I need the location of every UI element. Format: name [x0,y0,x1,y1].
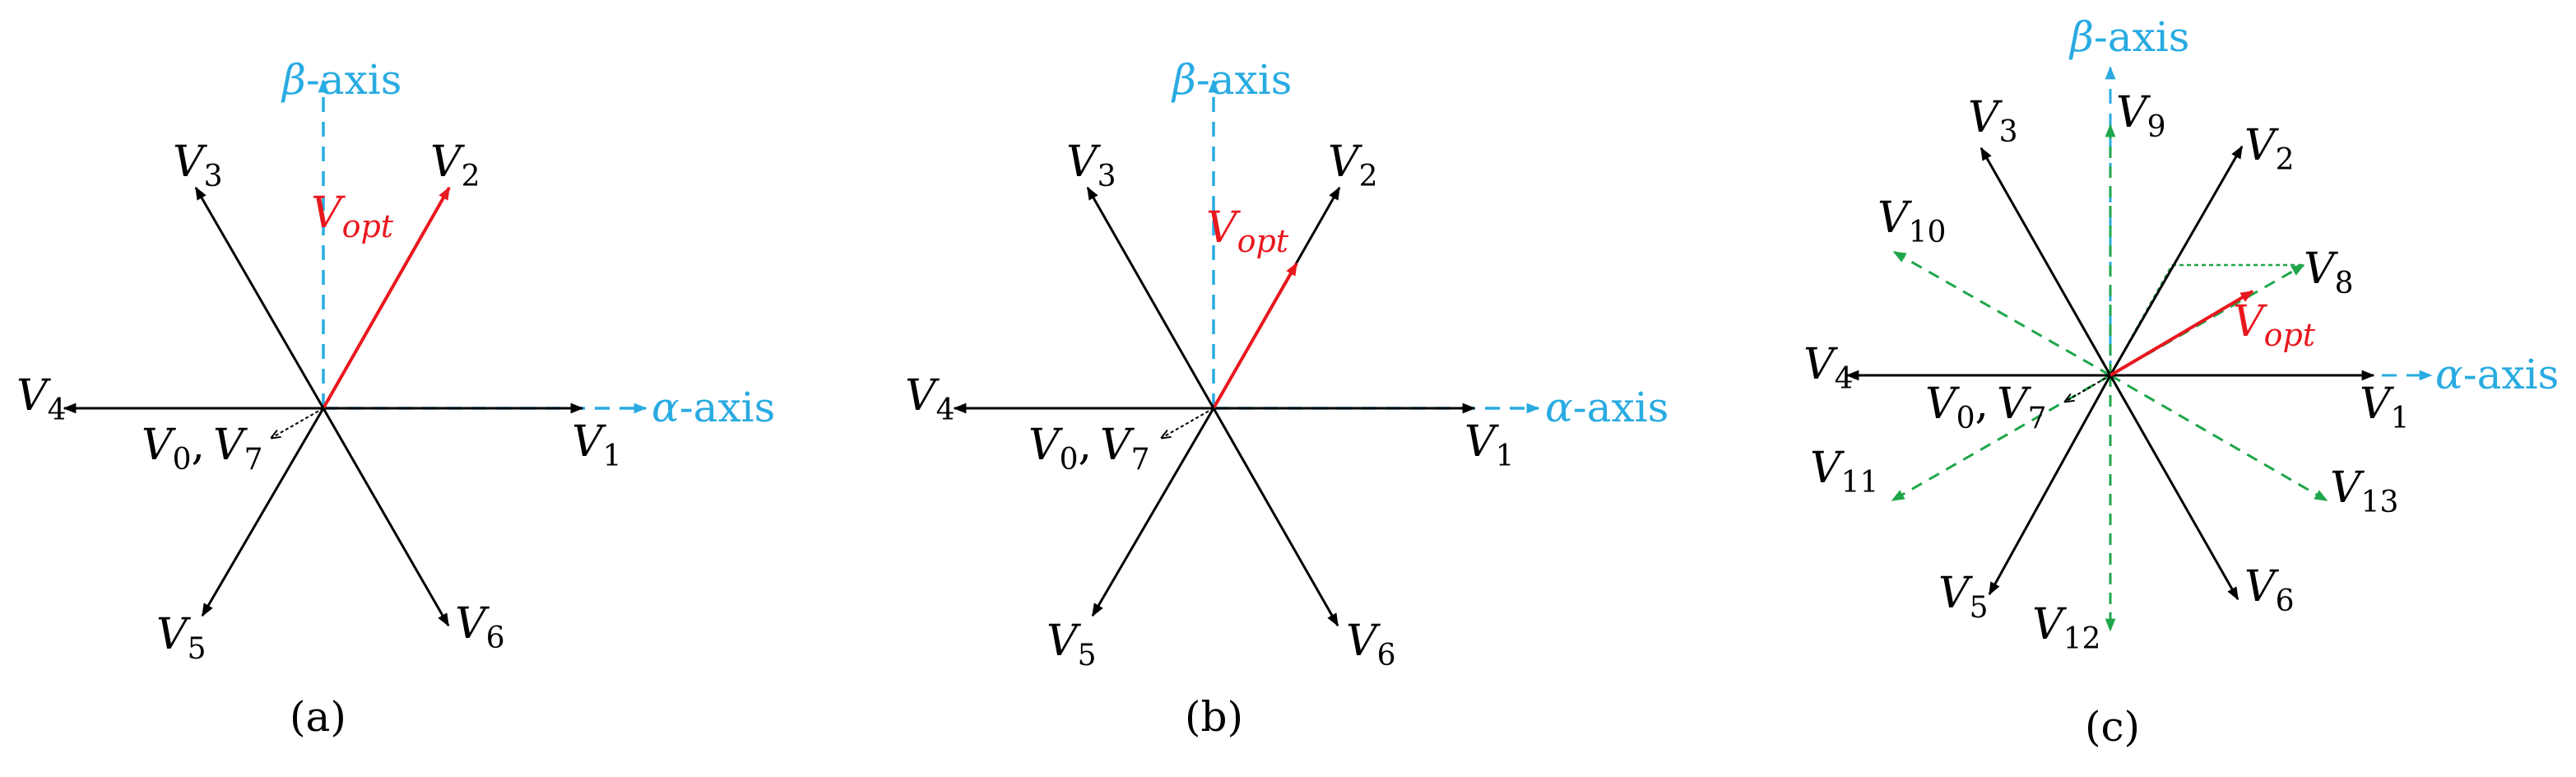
virtual-vector-v8-arrow [2110,263,2305,377]
label-v10: V10 [1877,193,1946,249]
label-v3: V3 [1066,137,1116,193]
label-v4: V4 [16,371,66,427]
label-v6: V6 [455,599,504,655]
label-vopt: Vopt [311,188,394,244]
vector-v6-arrow [322,407,450,627]
beta-axis-label: β-axis [1171,56,1292,104]
vector-v6-arrow [1212,407,1339,627]
label-v1: V1 [572,417,621,473]
zero-vector-arrow [272,407,324,438]
label-v5: V5 [1938,569,1988,625]
label-v4: V4 [1803,340,1853,396]
label-v0-v7: V0,V7 [1925,379,2046,435]
vector-v5-arrow [1091,407,1215,617]
label-v8: V8 [2304,244,2353,300]
label-v6: V6 [2244,562,2294,618]
label-v0-v7: V0,V7 [142,421,262,477]
label-v12: V12 [2032,600,2100,656]
label-v2: V2 [430,137,480,193]
beta-axis-label: β-axis [2068,13,2189,61]
label-v13: V13 [2330,463,2398,519]
alpha-axis-label: α-axis [652,384,775,431]
label-v1: V1 [2360,379,2409,435]
vector-vopt-arrow [1212,262,1298,409]
label-v4: V4 [905,371,954,427]
panel-c: β-axis α-axis V1 V2 V3 V4 V5 V6 V8 V9 V1… [1803,13,2559,751]
label-v2: V2 [2244,121,2294,177]
caption-a: (a) [290,693,346,741]
label-vopt: Vopt [2233,297,2316,353]
virtual-vector-v13-arrow [2110,374,2328,502]
label-vopt: Vopt [1206,203,1289,259]
zero-vector-arrow [1162,407,1214,438]
label-v5: V5 [1047,616,1096,672]
vector-v6-arrow [2109,375,2239,601]
alpha-axis-label: α-axis [1545,384,1669,431]
label-v0-v7: V0,V7 [1028,421,1149,477]
vector-v5-arrow [1988,375,2112,596]
label-v9: V9 [2116,88,2165,144]
vector-v5-arrow [201,407,325,617]
vector-v3-arrow [1980,147,2112,376]
label-v3: V3 [1968,93,2017,149]
caption-c: (c) [2085,703,2140,751]
label-v3: V3 [173,137,222,193]
virtual-vector-v10-arrow [1892,250,2111,377]
caption-b: (b) [1185,693,1243,741]
alpha-axis-label: α-axis [2435,351,2559,398]
label-v5: V5 [156,610,206,666]
panel-a: β-axis α-axis V1 V2 V3 V4 V5 V6 V0,V7 Vo… [16,56,775,741]
label-v2: V2 [1328,137,1377,193]
zero-vector-arrow [2065,375,2111,402]
vector-v3-arrow [194,186,325,409]
vector-v2-arrow [2109,145,2244,376]
label-v11: V11 [1810,444,1878,500]
beta-axis-label: β-axis [281,56,401,104]
vector-v3-arrow [1086,186,1215,409]
label-v6: V6 [1346,616,1395,672]
vector-vopt-arrow [2109,290,2254,377]
label-v1: V1 [1464,417,1514,473]
panel-b: β-axis α-axis V1 V2 V3 V4 V5 V6 V0,V7 Vo… [905,56,1669,741]
vector-v2-arrow [322,186,451,409]
